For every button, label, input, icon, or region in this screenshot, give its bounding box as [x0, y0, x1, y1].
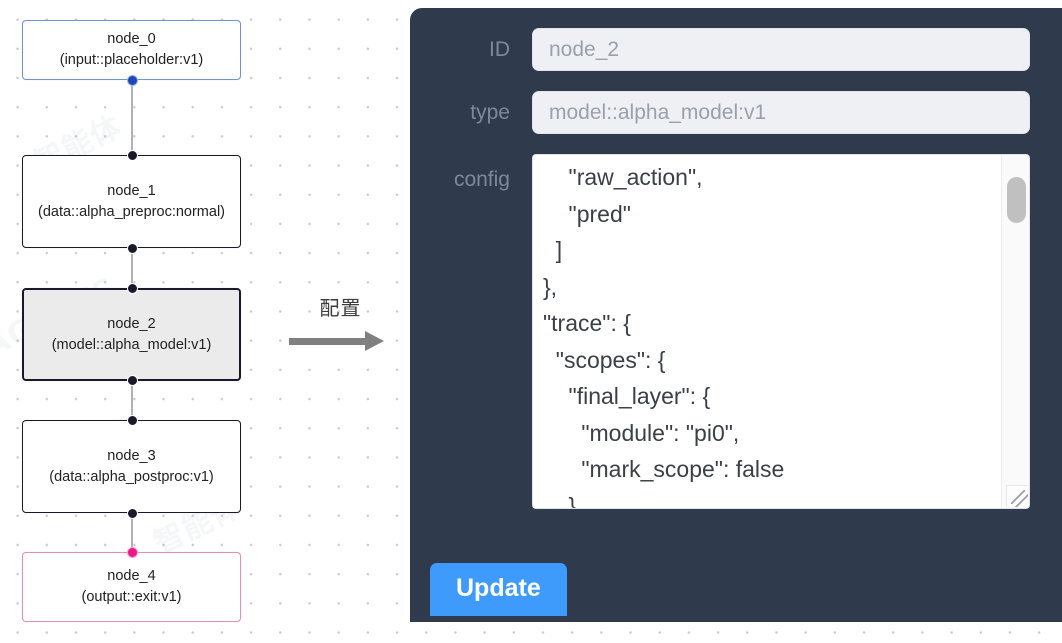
config-textarea-wrapper[interactable]: "raw_action", "pred" ] }, "trace": { "sc… [532, 154, 1030, 509]
flow-node-subtitle: (data::alpha_preproc:normal) [38, 203, 225, 220]
flow-graph[interactable]: node_0 (input::placeholder:v1) node_1 (d… [0, 0, 270, 643]
flow-node-label: node_0 (input::placeholder:v1) [30, 29, 233, 71]
arrow-shaft [289, 338, 367, 345]
handle-node_0-source[interactable] [126, 75, 138, 86]
config-scrollbar[interactable] [1001, 155, 1029, 508]
flow-node-title: node_1 [107, 182, 156, 199]
type-input[interactable]: model::alpha_model:v1 [532, 91, 1030, 134]
flow-node-node_2[interactable]: node_2 (model::alpha_model:v1) [22, 288, 241, 381]
type-field-row: type model::alpha_model:v1 [410, 91, 1062, 134]
handle-node_2-target[interactable] [126, 283, 138, 294]
id-field-row: ID node_2 [410, 28, 1062, 71]
flow-node-subtitle: (input::placeholder:v1) [59, 52, 204, 68]
handle-node_1-target[interactable] [126, 150, 138, 161]
transition-annotation: 配置 [283, 295, 398, 365]
handle-node_1-source[interactable] [126, 243, 138, 254]
arrow-right-icon [283, 330, 398, 354]
handle-node_2-source[interactable] [126, 375, 138, 386]
flow-node-title: node_2 [107, 315, 156, 332]
handle-node_4-target[interactable] [126, 547, 138, 558]
flow-node-title: node_0 [107, 31, 156, 47]
flow-node-subtitle: (model::alpha_model:v1) [51, 336, 212, 353]
flow-node-label: node_4 (output::exit:v1) [30, 566, 233, 608]
flow-node-title: node_3 [107, 447, 156, 464]
handle-node_3-source[interactable] [126, 508, 138, 519]
transition-label: 配置 [319, 296, 362, 320]
flow-node-label: node_1 (data::alpha_preproc:normal) [30, 181, 233, 223]
flow-node-node_0[interactable]: node_0 (input::placeholder:v1) [22, 20, 241, 80]
flow-node-subtitle: (data::alpha_postproc:v1) [49, 468, 214, 485]
id-label: ID [489, 37, 510, 61]
id-input[interactable]: node_2 [532, 28, 1030, 71]
config-field-row: config "raw_action", "pred" ] }, "trace"… [410, 154, 1062, 509]
edge-node0-node1 [131, 84, 133, 160]
flow-node-node_1[interactable]: node_1 (data::alpha_preproc:normal) [22, 155, 241, 248]
edge-node3-node4 [131, 513, 133, 557]
flow-node-subtitle: (output::exit:v1) [81, 589, 182, 605]
update-button[interactable]: Update [430, 563, 567, 616]
config-textarea[interactable]: "raw_action", "pred" ] }, "trace": { "sc… [543, 164, 785, 508]
flow-node-node_4[interactable]: node_4 (output::exit:v1) [22, 552, 241, 622]
flow-node-node_3[interactable]: node_3 (data::alpha_postproc:v1) [22, 420, 241, 513]
arrow-head [365, 331, 384, 351]
config-scrollbar-thumb[interactable] [1007, 177, 1026, 223]
type-label: type [470, 100, 510, 124]
handle-node_3-target[interactable] [126, 415, 138, 426]
flow-node-label: node_3 (data::alpha_postproc:v1) [30, 446, 233, 488]
flow-node-label: node_2 (model::alpha_model:v1) [31, 314, 232, 356]
edge-node1-node2 [131, 247, 133, 293]
config-label: config [453, 168, 510, 191]
edge-node2-node3 [131, 380, 133, 425]
node-inspector-panel: ID node_2 type model::alpha_model:v1 con… [410, 8, 1062, 622]
flow-node-title: node_4 [107, 568, 156, 584]
textarea-resize-grip-icon[interactable] [1006, 485, 1028, 507]
